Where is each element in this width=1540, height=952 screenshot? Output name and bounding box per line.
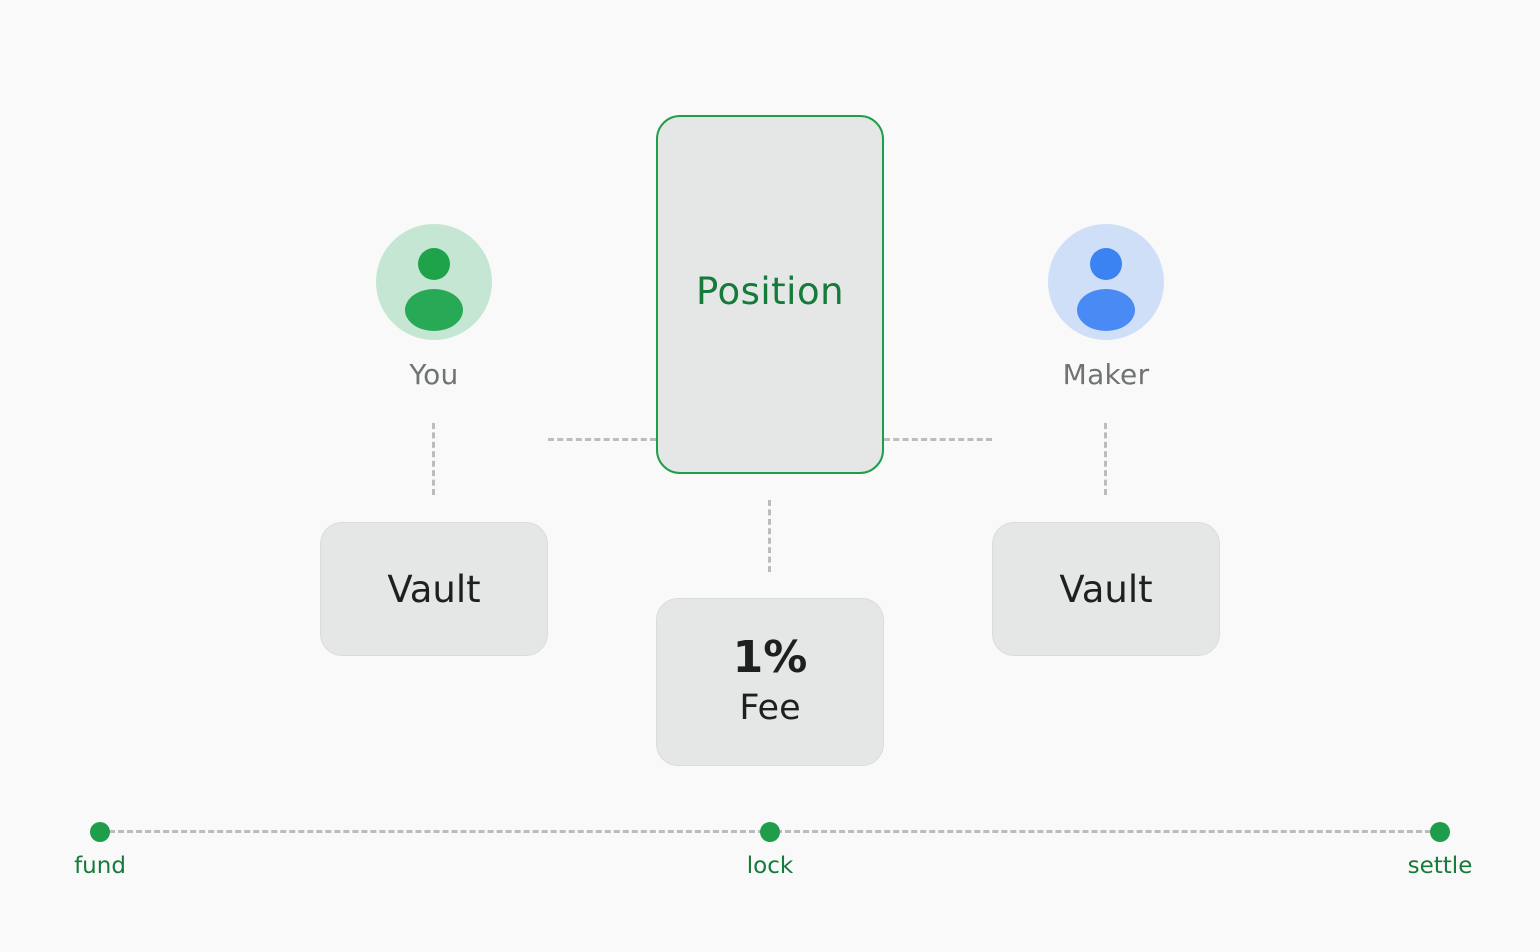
maker-vault-node: Vault [992,522,1220,656]
you-avatar-icon [376,224,492,340]
you-vault-node: Vault [320,522,548,656]
maker-avatar-body [1077,289,1135,331]
maker-to-vault-connector [1104,423,1107,495]
maker-label: Maker [1062,358,1150,391]
maker-avatar-head [1090,248,1122,280]
timeline-step-lock: lock [746,853,794,879]
timeline-step-settle: settle [1407,853,1473,879]
timeline-step-fund: fund [74,853,126,879]
you-to-vault-connector [432,423,435,495]
position-label: Position [695,270,845,313]
you-avatar-head [418,248,450,280]
position-node: Position [656,115,884,474]
position-to-fee-connector [768,500,771,572]
timeline-dot-lock [760,822,780,842]
maker-avatar-icon [1048,224,1164,340]
timeline-dot-fund [90,822,110,842]
vault-to-position-connector-left [548,438,656,441]
fee-label: Fee [739,688,801,728]
position-to-vault-connector-right [884,438,992,441]
maker-vault-label: Vault [1059,567,1153,611]
timeline-dot-settle [1430,822,1450,842]
fee-node: 1% Fee [656,598,884,766]
you-vault-label: Vault [387,567,481,611]
you-avatar-body [405,289,463,331]
fee-value: 1% [732,632,808,683]
you-label: You [409,358,459,391]
